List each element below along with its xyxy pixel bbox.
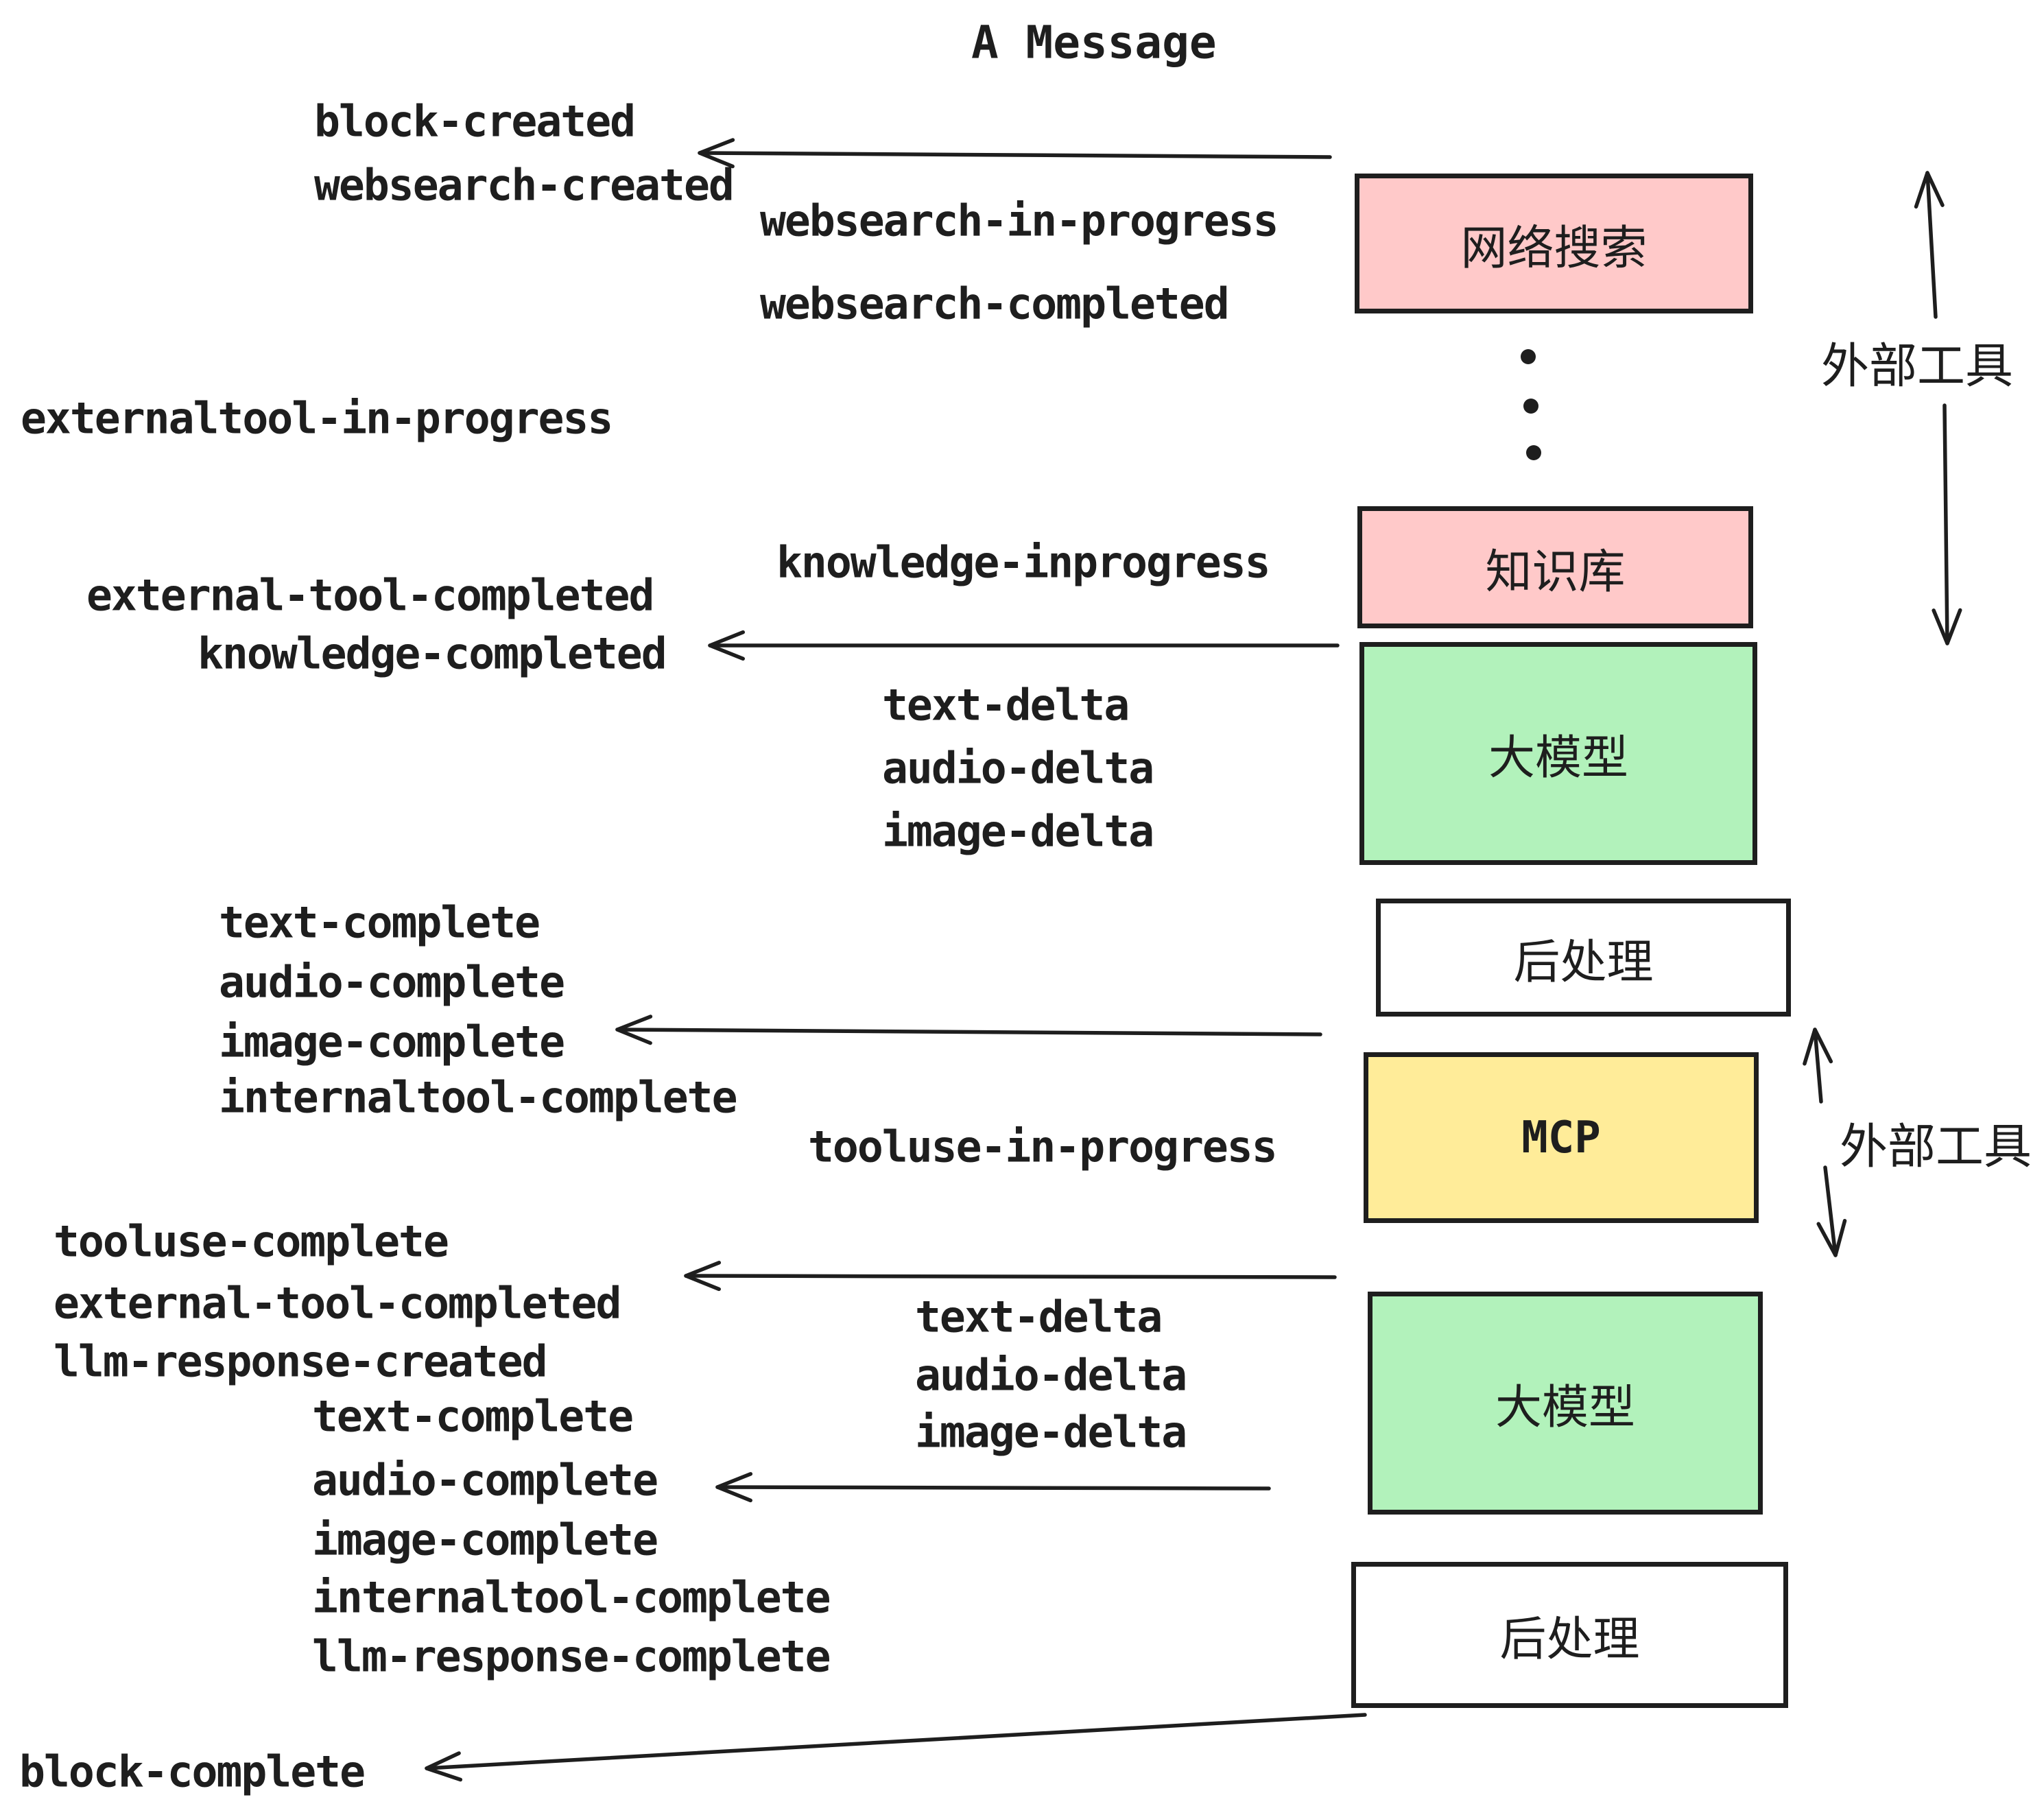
ellipsis-dot — [1521, 349, 1536, 364]
event-label: tooluse-in-progress — [808, 1121, 1278, 1172]
event-label: websearch-created — [314, 160, 735, 211]
arrow-llm2-complete-events — [715, 1472, 1271, 1503]
event-label: internaltool-complete — [219, 1072, 738, 1123]
event-label: knowledge-completed — [198, 628, 667, 679]
arrow-knowledge-completed — [708, 630, 1340, 661]
arrow-mcp-tooluse-complete — [684, 1261, 1337, 1292]
node-websearch: 网络搜索 — [1355, 174, 1753, 313]
event-label: audio-complete — [312, 1455, 658, 1506]
span-arrow-external-tools-1-down — [1932, 403, 1962, 645]
node-postprocess-2: 后处理 — [1351, 1562, 1788, 1708]
arrow-llm1-complete-events — [615, 1014, 1322, 1045]
event-label: audio-complete — [219, 957, 565, 1008]
event-label: internaltool-complete — [312, 1572, 831, 1623]
event-label: external-tool-completed — [54, 1278, 621, 1329]
event-label: block-complete — [19, 1746, 366, 1797]
event-label: text-delta — [882, 680, 1130, 731]
event-label: knowledge-inprogress — [776, 537, 1271, 588]
node-postprocess-1: 后处理 — [1376, 899, 1791, 1017]
diagram-title: A Message — [971, 16, 1217, 69]
arrow-websearch-events — [698, 138, 1332, 169]
event-label: text-complete — [312, 1391, 634, 1442]
event-label: externaltool-in-progress — [21, 393, 613, 444]
side-label-external-tools: 外部工具 — [1821, 339, 2013, 393]
event-label: text-complete — [219, 897, 540, 948]
node-llm-2: 大模型 — [1368, 1292, 1763, 1515]
event-label: audio-delta — [915, 1350, 1187, 1401]
event-label: llm-response-complete — [312, 1631, 831, 1682]
event-label: websearch-in-progress — [760, 195, 1279, 246]
arrow-block-complete — [425, 1713, 1367, 1782]
side-label-external-tools: 外部工具 — [1840, 1119, 2032, 1174]
event-label: audio-delta — [882, 743, 1154, 794]
event-label: external-tool-completed — [86, 570, 654, 621]
node-mcp: MCP — [1364, 1052, 1759, 1223]
event-label: image-complete — [219, 1017, 565, 1067]
event-label: block-created — [314, 96, 636, 147]
span-arrow-external-tools-2-down — [1816, 1165, 1847, 1257]
node-knowledge: 知识库 — [1357, 506, 1753, 628]
event-label: text-delta — [915, 1292, 1163, 1342]
event-label: tooluse-complete — [54, 1216, 449, 1267]
event-label: image-delta — [915, 1407, 1187, 1458]
event-label: image-delta — [882, 806, 1154, 857]
event-label: websearch-completed — [760, 278, 1230, 329]
node-llm-1: 大模型 — [1359, 642, 1757, 865]
span-arrow-external-tools-1-up — [1914, 171, 1945, 319]
ellipsis-dot — [1523, 399, 1538, 414]
ellipsis-dot — [1526, 445, 1541, 460]
event-label: image-complete — [312, 1515, 658, 1565]
event-label: llm-response-created — [54, 1336, 548, 1387]
span-arrow-external-tools-2-up — [1803, 1028, 1833, 1104]
